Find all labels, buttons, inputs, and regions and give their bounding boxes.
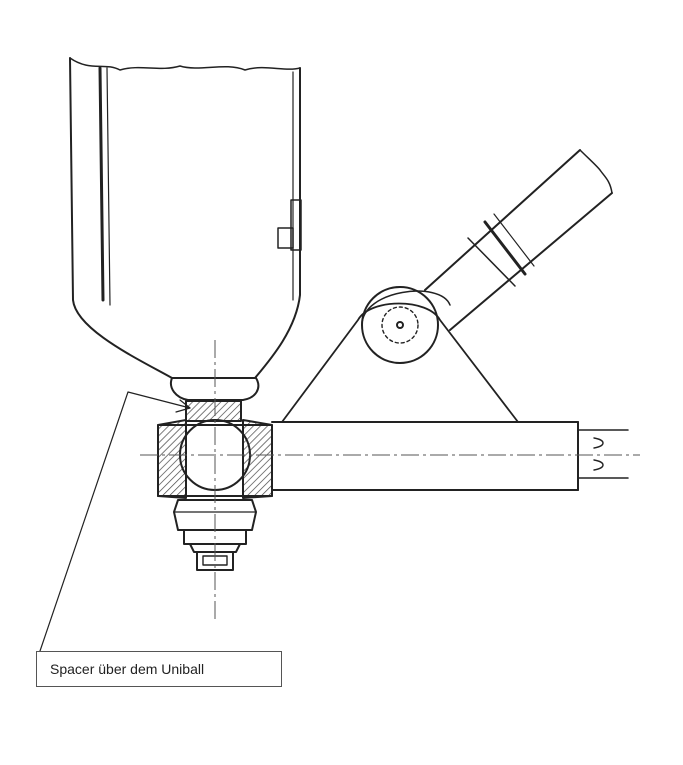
uniball-housing (157, 419, 273, 499)
upper-link (424, 149, 613, 331)
callout-box: Spacer über dem Uniball (36, 651, 282, 687)
pivot-eye (361, 286, 451, 364)
leader-line (39, 391, 191, 652)
centerlines (140, 340, 640, 620)
strut-body (69, 57, 302, 379)
callout-label: Spacer über dem Uniball (50, 661, 205, 677)
lower-arm (271, 421, 629, 491)
spacer (185, 400, 242, 422)
